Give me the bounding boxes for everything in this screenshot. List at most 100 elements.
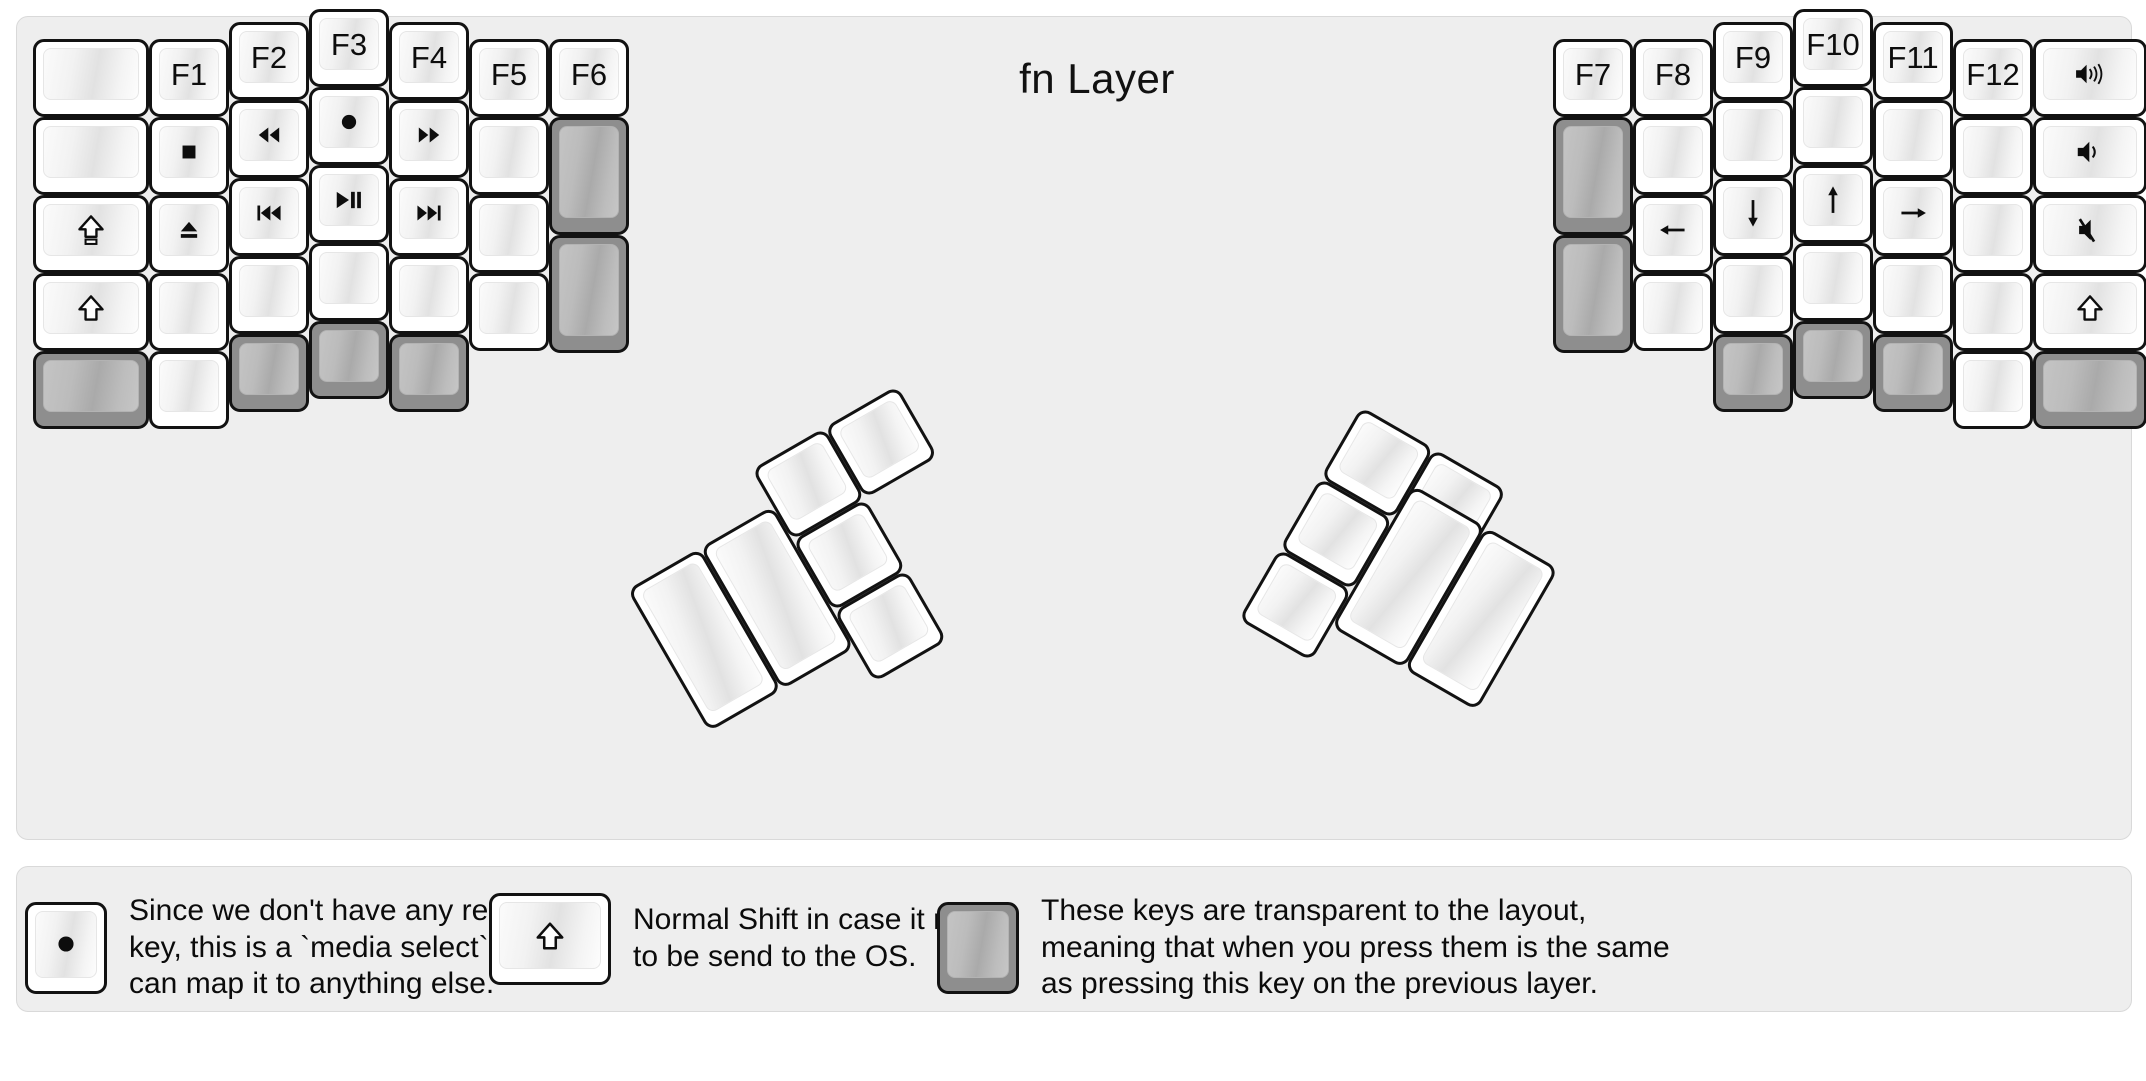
key-media-stop[interactable] bbox=[149, 117, 229, 195]
key-cap: F12 bbox=[1963, 48, 2023, 100]
key-left-c3-r3[interactable] bbox=[309, 243, 389, 321]
key-f11[interactable]: F11 bbox=[1873, 22, 1953, 100]
media-record-icon bbox=[341, 114, 357, 130]
key-arrow-up[interactable] bbox=[1793, 165, 1873, 243]
key-right-c1-r3[interactable] bbox=[1633, 273, 1713, 351]
media-stop-icon bbox=[182, 145, 196, 159]
key-right-c1-r1[interactable] bbox=[1633, 117, 1713, 195]
key-f4[interactable]: F4 bbox=[389, 22, 469, 100]
legend-panel: Since we don't have any recording key, t… bbox=[16, 866, 2132, 1012]
legend-normal-shift: Normal Shift in case it needs to be send… bbox=[489, 893, 1015, 985]
key-left-c3-r4[interactable] bbox=[309, 321, 389, 399]
key-left-shift[interactable] bbox=[33, 273, 149, 351]
key-right-c4-r4[interactable] bbox=[1873, 334, 1953, 412]
key-f10[interactable]: F10 bbox=[1793, 9, 1873, 87]
key-cap bbox=[43, 126, 139, 178]
key-left-c5-r2[interactable] bbox=[469, 195, 549, 273]
key-cap bbox=[1723, 109, 1783, 161]
key-left-c4-r4[interactable] bbox=[389, 334, 469, 412]
key-cap bbox=[1643, 204, 1703, 256]
key-left-c0-r4[interactable] bbox=[33, 351, 149, 429]
key-cap bbox=[2043, 360, 2137, 412]
key-right-c4-r1[interactable] bbox=[1873, 100, 1953, 178]
key-media-prev[interactable] bbox=[229, 178, 309, 256]
key-right-c5-r1[interactable] bbox=[1953, 117, 2033, 195]
key-volume-mute[interactable] bbox=[2033, 195, 2146, 273]
key-right-c0-r2[interactable] bbox=[1553, 235, 1633, 353]
arrow-left-icon bbox=[1660, 225, 1685, 235]
volume-mute-icon bbox=[2078, 218, 2096, 243]
key-right-c0-r1[interactable] bbox=[1553, 117, 1633, 235]
key-right-c5-r2[interactable] bbox=[1953, 195, 2033, 273]
key-left-c4-r3[interactable] bbox=[389, 256, 469, 334]
key-cap bbox=[1643, 126, 1703, 178]
key-cap: F11 bbox=[1883, 31, 1943, 83]
key-f7[interactable]: F7 bbox=[1553, 39, 1633, 117]
key-right-c2-r3[interactable] bbox=[1713, 256, 1793, 334]
key-arrow-left[interactable] bbox=[1633, 195, 1713, 273]
key-left-c1-r3[interactable] bbox=[149, 273, 229, 351]
key-right-c6-r4[interactable] bbox=[2033, 351, 2146, 429]
key-label: F12 bbox=[1966, 56, 2020, 92]
key-cap bbox=[319, 252, 379, 304]
key-caps-lock[interactable] bbox=[33, 195, 149, 273]
key-right-c5-r4[interactable] bbox=[1953, 351, 2033, 429]
key-f1[interactable]: F1 bbox=[149, 39, 229, 117]
legend-media-select-key bbox=[25, 901, 107, 994]
key-cap: F5 bbox=[479, 48, 539, 100]
key-media-next[interactable] bbox=[389, 178, 469, 256]
key-left-c6-r2[interactable] bbox=[549, 235, 629, 353]
key-right-shift[interactable] bbox=[2033, 273, 2146, 351]
key-cap bbox=[399, 265, 459, 317]
key-cap bbox=[1883, 109, 1943, 161]
key-label: F10 bbox=[1806, 26, 1860, 62]
key-cap bbox=[319, 174, 379, 226]
key-cap bbox=[239, 109, 299, 161]
key-right-c4-r3[interactable] bbox=[1873, 256, 1953, 334]
key-label: F7 bbox=[1574, 56, 1612, 92]
key-cap bbox=[1803, 330, 1863, 382]
key-right-c5-r3[interactable] bbox=[1953, 273, 2033, 351]
key-f3[interactable]: F3 bbox=[309, 9, 389, 87]
key-f6[interactable]: F6 bbox=[549, 39, 629, 117]
key-f5[interactable]: F5 bbox=[469, 39, 549, 117]
key-left-c2-r3[interactable] bbox=[229, 256, 309, 334]
key-f12[interactable]: F12 bbox=[1953, 39, 2033, 117]
key-left-c2-r4[interactable] bbox=[229, 334, 309, 412]
legend-transparent-text: These keys are transparent to the layout… bbox=[1041, 894, 1670, 1001]
key-left-c6-r1[interactable] bbox=[549, 117, 629, 235]
key-left-c5-r3[interactable] bbox=[469, 273, 549, 351]
media-playpause-icon bbox=[336, 191, 361, 209]
key-media-record[interactable] bbox=[309, 87, 389, 165]
key-left-c1-r4[interactable] bbox=[149, 351, 229, 429]
key-media-rewind[interactable] bbox=[229, 100, 309, 178]
key-media-eject[interactable] bbox=[149, 195, 229, 273]
key-cap bbox=[399, 109, 459, 161]
key-media-fastforward[interactable] bbox=[389, 100, 469, 178]
key-left-c0-r1[interactable] bbox=[33, 117, 149, 195]
key-right-c2-r1[interactable] bbox=[1713, 100, 1793, 178]
key-right-c3-r1[interactable] bbox=[1793, 87, 1873, 165]
key-label: F9 bbox=[1734, 39, 1772, 75]
key-f2[interactable]: F2 bbox=[229, 22, 309, 100]
key-cap bbox=[159, 360, 219, 412]
key-volume-down[interactable] bbox=[2033, 117, 2146, 195]
key-right-c2-r4[interactable] bbox=[1713, 334, 1793, 412]
key-arrow-right[interactable] bbox=[1873, 178, 1953, 256]
key-right-c3-r4[interactable] bbox=[1793, 321, 1873, 399]
key-cap: F6 bbox=[559, 48, 619, 100]
legend-media-select: Since we don't have any recording key, t… bbox=[25, 893, 595, 1003]
key-cap bbox=[43, 204, 139, 256]
key-arrow-down[interactable] bbox=[1713, 178, 1793, 256]
key-left-c5-r1[interactable] bbox=[469, 117, 549, 195]
key-f8[interactable]: F8 bbox=[1633, 39, 1713, 117]
key-f9[interactable]: F9 bbox=[1713, 22, 1793, 100]
key-media-playpause[interactable] bbox=[309, 165, 389, 243]
key-cap bbox=[43, 282, 139, 334]
key-right-c3-r3[interactable] bbox=[1793, 243, 1873, 321]
key-volume-up[interactable] bbox=[2033, 39, 2146, 117]
key-left-c0-r0[interactable] bbox=[33, 39, 149, 117]
key-cap bbox=[2043, 48, 2137, 100]
key-cap bbox=[239, 343, 299, 395]
shift-icon bbox=[536, 922, 564, 949]
